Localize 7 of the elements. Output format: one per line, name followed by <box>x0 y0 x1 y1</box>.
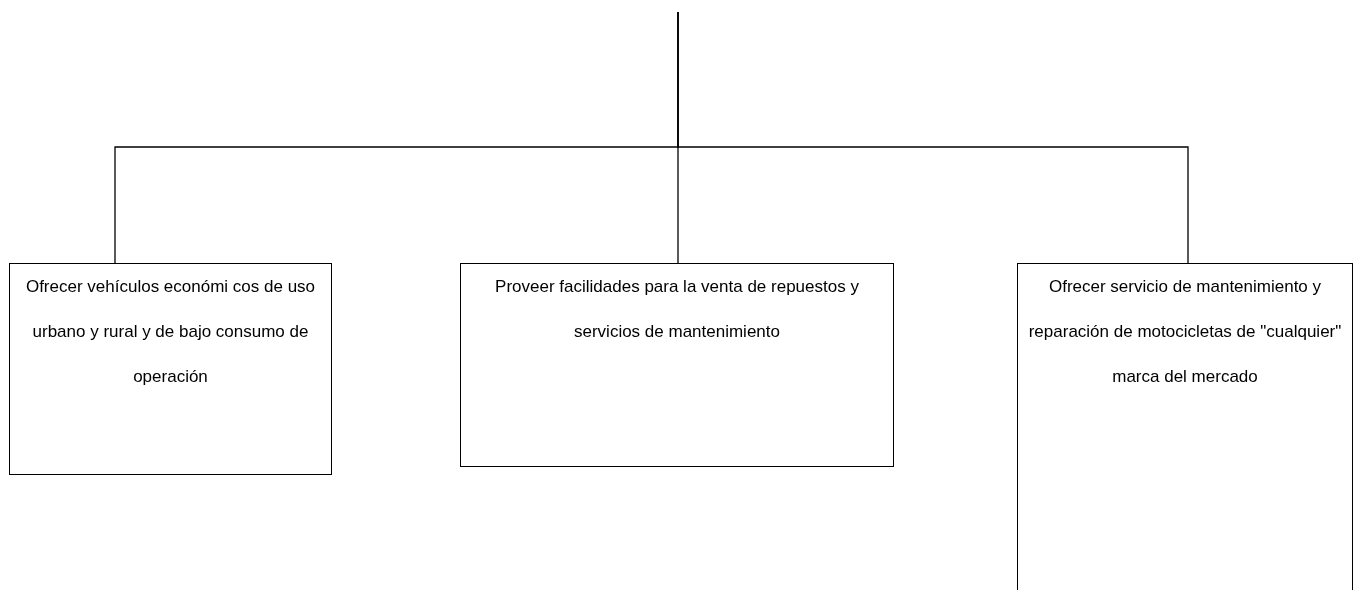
text-box <box>460 263 894 467</box>
box-text: Ofrecer vehículos económi cos de uso urbano y rural y de bajo consumo de operación <box>24 276 317 388</box>
box-text: Proveer facilidades para la venta de repuestos y servicios de mantenimiento <box>494 276 860 343</box>
text-box <box>9 263 332 475</box>
text-box <box>1017 263 1353 590</box>
box-text: Ofrecer servicio de mantenimiento y reparación de motocicletas de "cualquier" marca del mercado <box>1027 276 1343 388</box>
connector-line <box>677 11 1189 264</box>
